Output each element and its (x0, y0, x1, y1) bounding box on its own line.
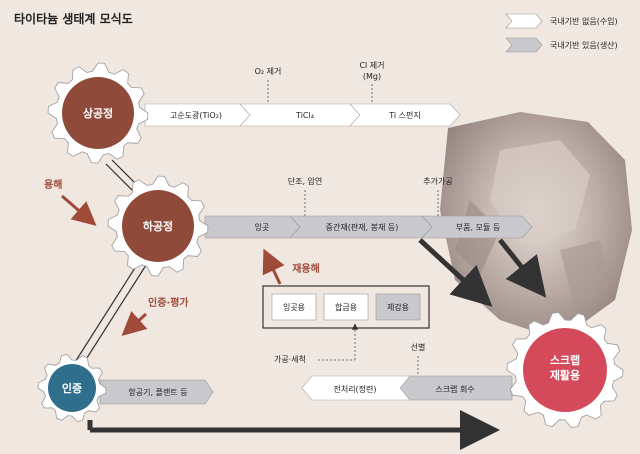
cert-bar-label: 항공기, 플랜트 등 (128, 387, 187, 397)
cert-gear-label: 인증 (62, 381, 82, 395)
downstream-gear (107, 175, 209, 277)
remelt-item (323, 293, 369, 321)
scrap-gear-label-2: 재활용 (550, 368, 580, 382)
flow-step-ticl4-label: TiCl₄ (295, 111, 314, 120)
note-extra-process: 추가가공 (423, 177, 452, 186)
scrap-arrows (87, 238, 547, 450)
upstream-gear-label: 상공정 (83, 106, 113, 120)
top-flow: 고순도광(TiO₂) TiCl₄ Ti 스펀지 O₂ 제거 Cl 제거 (Mg) (144, 61, 461, 127)
scrap-pre-label: 전처리(정련) (333, 384, 376, 394)
remelt-item (271, 293, 317, 321)
flow-step-parts (421, 215, 533, 239)
page-title: 타이타늄 생태계 모식도 (14, 12, 133, 26)
note-cl-removal: Cl 제거 (359, 61, 384, 70)
note-process-wash: 가공·세척 (274, 355, 306, 364)
cert-bar: 항공기, 플랜트 등 (99, 379, 214, 405)
remelt-box: 잉곳용 합금용 제강용 재용해 (262, 248, 430, 329)
remelt-item-label: 합금용 (335, 303, 357, 312)
scrap-gear (506, 311, 624, 429)
scrap-gear-label-1: 스크랩 (550, 354, 580, 367)
cert-gear (37, 353, 107, 423)
remelt-item-label: 잉곳용 (283, 302, 305, 312)
scrap-collect-label: 스크랩 회수 (435, 385, 474, 394)
flow-step-ingot-label: 잉곳 (255, 222, 270, 232)
flow-step-sponge-label: Ti 스펀지 (388, 111, 421, 120)
flow-step-parts-label: 부품, 모듈 등 (456, 223, 500, 232)
side-labels: 용해 인증·평가 (44, 178, 189, 337)
melt-label: 용해 (44, 178, 62, 191)
legend-has-base-swatch (505, 37, 543, 53)
cert-eval-label: 인증·평가 (148, 296, 189, 309)
flow-step-sponge (349, 103, 461, 127)
downstream-gear-label: 하공정 (143, 219, 173, 233)
remelt-item-label: 제강용 (387, 302, 409, 312)
scrap-return-flow: 스크랩 회수 전처리(정련) 선별 가공·세척 (274, 323, 513, 401)
remelt-item (375, 293, 421, 321)
remelt-label: 재용해 (292, 262, 320, 275)
legend-has-base-label: 국내기반 있음(생산) (550, 40, 618, 50)
note-forge-roll: 단조, 압연 (288, 176, 323, 186)
scrap-pre-step (301, 375, 411, 401)
upstream-gear (47, 62, 149, 164)
mid-flow: 잉곳 중간재(판재, 봉재 등) 부품, 모듈 등 단조, 압연 추가가공 (204, 176, 533, 239)
note-cl-mg: (Mg) (363, 72, 381, 81)
legend-no-base-label: 국내기반 없음(수입) (550, 17, 618, 26)
gears (37, 62, 624, 429)
legend: 국내기반 없음(수입) 국내기반 있음(생산) (505, 13, 618, 53)
legend-no-base-swatch (505, 13, 543, 29)
note-sorting: 선별 (411, 342, 426, 352)
note-o2-removal: O₂ 제거 (255, 67, 282, 76)
flow-step-ore-label: 고순도광(TiO₂) (170, 110, 222, 120)
flow-step-intermediate-label: 중간재(판재, 봉재 등) (326, 222, 399, 232)
flow-step-ingot (204, 215, 301, 239)
